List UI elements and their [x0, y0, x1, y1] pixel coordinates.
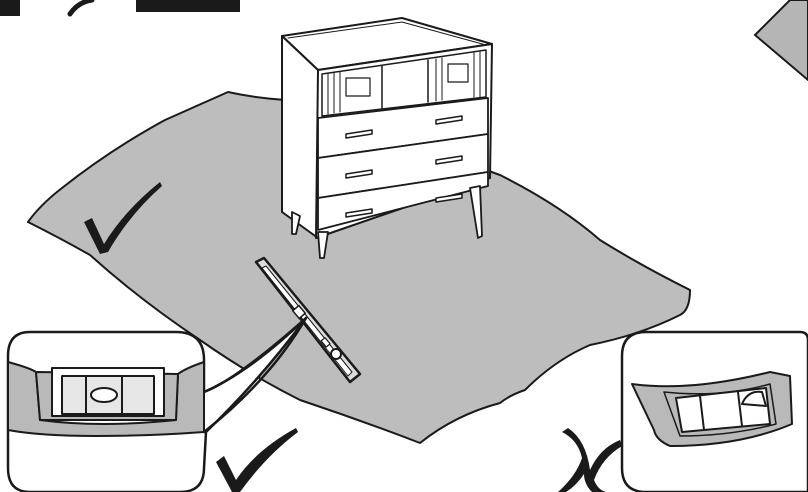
level-bubble-centered-callout [6, 316, 308, 492]
cropped-grey-shape [753, 0, 808, 82]
check-icon [84, 182, 162, 254]
check-icon [216, 428, 298, 492]
spirit-level [254, 256, 362, 384]
level-bubble-off-center-callout [620, 330, 808, 492]
cross-icon [558, 428, 622, 492]
chest-of-drawers [281, 17, 493, 259]
cropped-corner-marks [0, 0, 240, 17]
level-bubble-off-center [741, 390, 767, 407]
floor-rug [27, 91, 691, 444]
level-bubble-centered [90, 387, 118, 403]
